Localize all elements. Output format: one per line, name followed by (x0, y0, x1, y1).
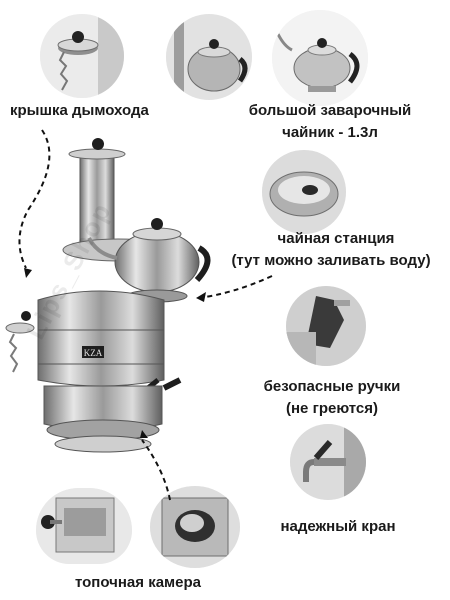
tea-station-photo (262, 150, 346, 234)
handle-photo (286, 286, 366, 366)
chimney-cap-photo (40, 14, 124, 98)
tap-photo (290, 424, 366, 500)
teapot-closeup-photo (166, 14, 252, 100)
label-handles-line1: безопасные ручки (263, 378, 401, 395)
label-tea-station-line1: чайная станция (277, 230, 395, 247)
label-tap: надежный кран (280, 518, 396, 535)
label-tea-station-line2: (тут можно заливать воду) (231, 252, 431, 269)
watermark: Lips_Shop (20, 196, 118, 345)
label-teapot-line2: чайник - 1.3л (282, 124, 378, 141)
label-firebox: топочная камера (75, 574, 201, 591)
firebox-photo-left (36, 488, 132, 564)
firebox-photo-right (150, 486, 240, 568)
label-chimney-cap: крышка дымохода (10, 102, 149, 119)
label-teapot-line1: большой заварочный (248, 102, 412, 119)
label-handles-line2: (не греются) (286, 400, 378, 417)
teapot-photo (272, 10, 368, 106)
brand-plate: KZA (84, 348, 103, 358)
